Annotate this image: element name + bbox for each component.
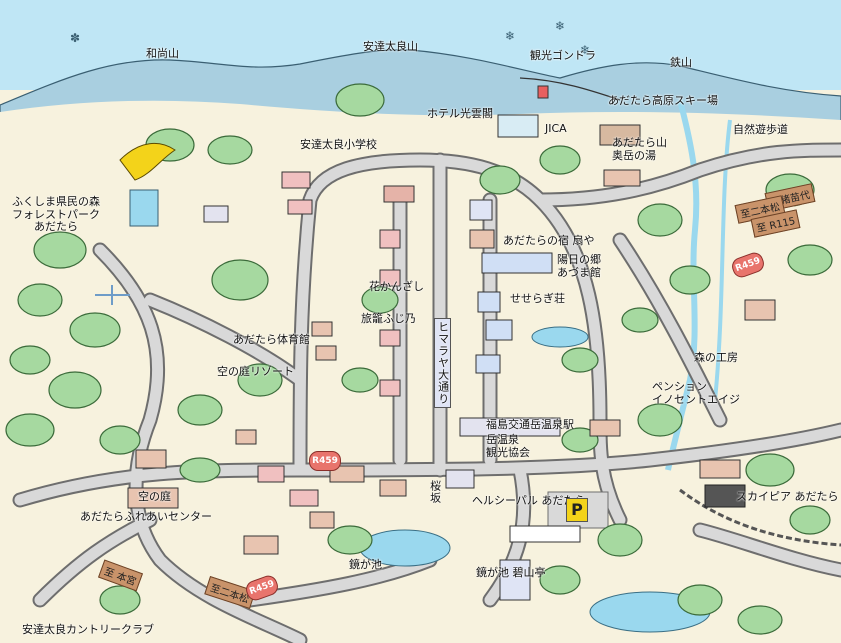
train-track — [679, 488, 841, 547]
stream-east — [713, 119, 732, 401]
label-fukushima-kotsu: 福島交通岳温泉駅 — [486, 418, 574, 431]
label-nature-trail: 自然遊歩道 — [733, 123, 788, 136]
label-hotel-kouunkaku: ホテル光雲閣 — [427, 107, 493, 120]
snow-icon: ✽ — [70, 31, 80, 45]
label-ski: あだたら高原スキー場 — [608, 94, 718, 107]
label-jica: JICA — [545, 122, 567, 135]
label-wasan: 和尚山 — [146, 47, 179, 60]
label-skypia: スカイピア あだたら — [736, 490, 839, 503]
label-gondola: 観光ゴンドラ — [530, 49, 596, 62]
label-kagamigaike: 鏡が池 — [349, 558, 382, 571]
route-shield-r459-center: R459 — [309, 451, 341, 471]
label-gymnasium: あだたら体育館 — [233, 333, 310, 346]
label-fukushima-forest: ふくしま県民の森 フォレストパーク あだたら — [12, 195, 100, 234]
label-hekizantei: 鏡が池 碧山亭 — [476, 566, 546, 579]
label-elementary-school: 安達太良小学校 — [300, 138, 377, 151]
dragonfly-illustration — [95, 285, 130, 305]
snow-icon: ❄ — [505, 29, 515, 43]
label-tetsuzan: 鉄山 — [670, 56, 692, 69]
label-hanakanzashi: 花かんざし — [369, 280, 424, 293]
bird-illustration — [119, 142, 176, 181]
label-sora-no-niwa-resort: 空の庭リゾート — [217, 365, 294, 378]
waterfall — [129, 189, 159, 227]
label-okudake-onsen: あだたら山 奥岳の湯 — [612, 136, 667, 162]
label-adatara: 安達太良山 — [363, 40, 418, 53]
label-sakura-zaka: 桜坂 — [428, 480, 442, 504]
label-seseragi-sou: せせらぎ荘 — [510, 292, 565, 305]
label-ryokan-fujino: 旅籠ふじ乃 — [361, 312, 416, 325]
label-pension-innocent: ペンション イノセントエイジ — [652, 380, 740, 406]
steam-train — [704, 484, 746, 508]
label-dake-onsen-kankou: 岳温泉 観光協会 — [486, 433, 530, 459]
seseragi-bath — [531, 326, 589, 348]
label-adatara-no-yado: あだたらの宿 扇や — [503, 234, 595, 247]
snow-icon: ❄ — [555, 19, 565, 33]
buildings — [127, 114, 776, 601]
label-fureai-center: あだたらふれあいセンター — [80, 510, 212, 523]
label-country-club: 安達太良カントリークラブ — [22, 623, 154, 636]
label-sora-no-niwa: 空の庭 — [138, 490, 171, 503]
snow-icon: ❄ — [580, 43, 590, 57]
label-youhi-no-sato: 陽日の郷 あづま館 — [557, 253, 601, 279]
gondola-cable — [519, 77, 621, 101]
label-helsi-pal: ヘルシーパル あだたら — [472, 494, 586, 507]
gondola-car — [537, 85, 549, 99]
trees — [5, 83, 833, 635]
label-mori-no-koubou: 森の工房 — [694, 351, 738, 364]
parking-icon: P — [566, 498, 588, 522]
label-himalaya-street: ヒマラヤ大通り — [434, 318, 451, 408]
